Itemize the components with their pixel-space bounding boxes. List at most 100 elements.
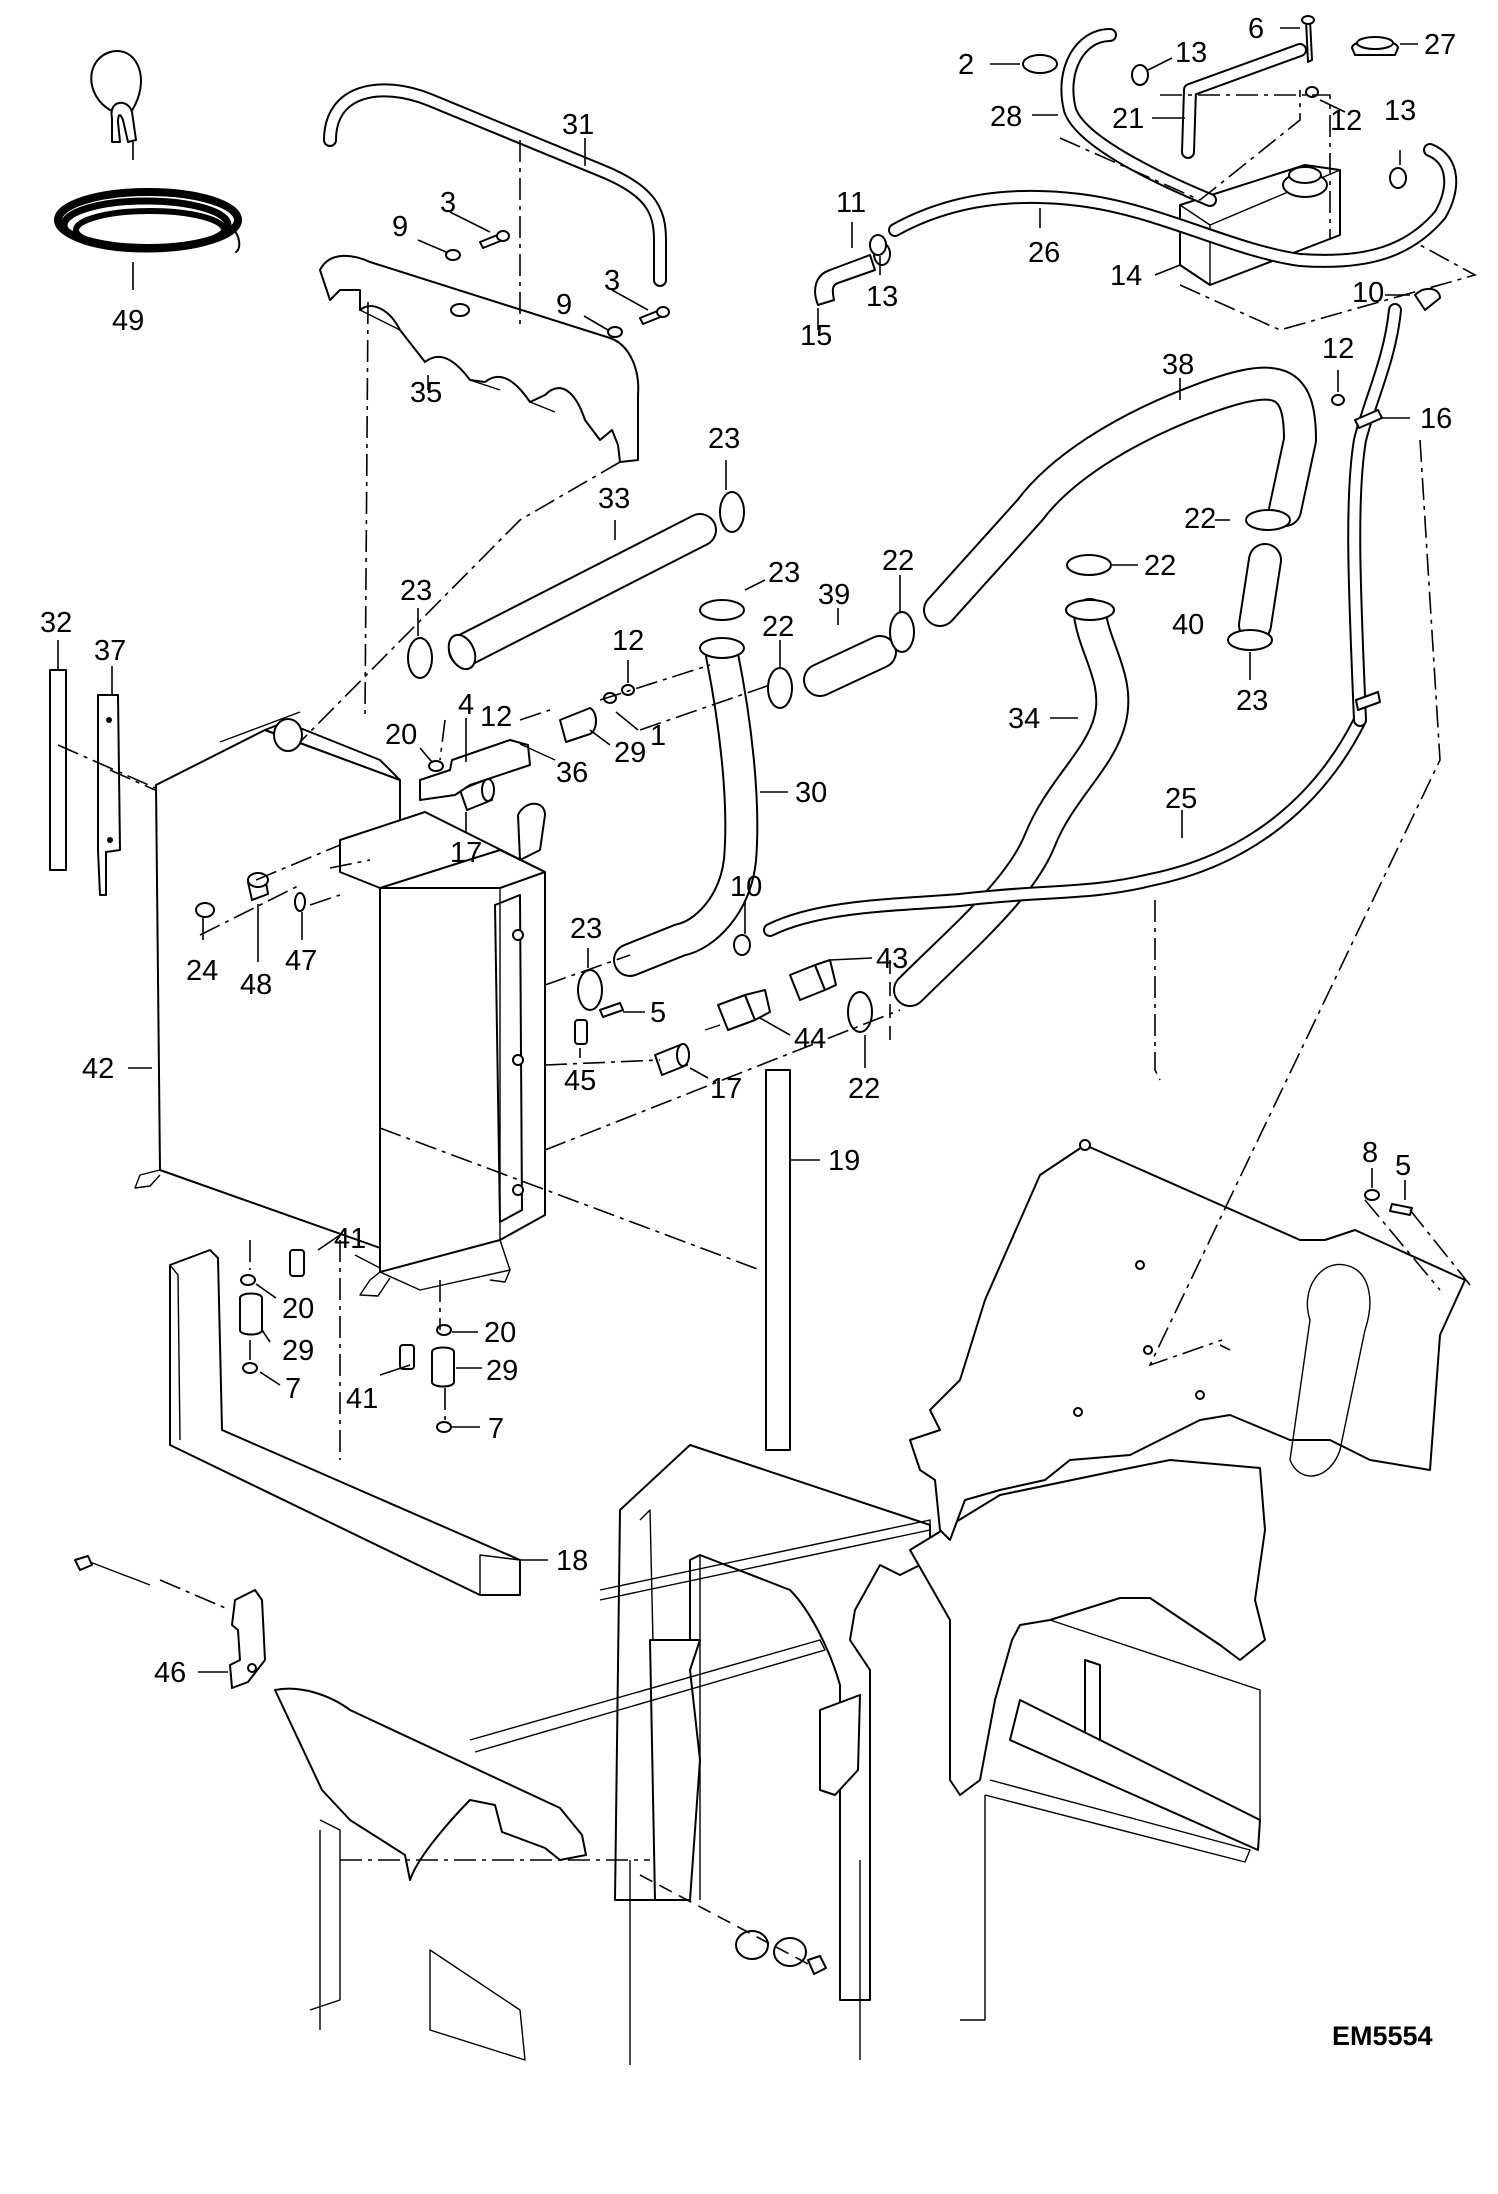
callout-12: 12 (612, 625, 644, 657)
callout-6: 6 (1248, 13, 1264, 45)
callout-33: 33 (598, 483, 630, 515)
machine-frame-chassis (274, 1139, 1466, 2065)
callout-14: 14 (1110, 260, 1142, 292)
callout-15: 15 (800, 320, 832, 352)
callout-16: 16 (1420, 403, 1452, 435)
callout-22: 22 (1184, 503, 1216, 535)
callout-40: 40 (1172, 609, 1204, 641)
oil-cooler-part-41 (289, 802, 546, 1376)
callout-22: 22 (1144, 550, 1176, 582)
callout-11: 11 (836, 187, 866, 219)
callout-25: 25 (1165, 783, 1197, 815)
callout-35: 35 (410, 377, 442, 409)
callout-12: 12 (480, 701, 512, 733)
seal-ring-part-2 (990, 54, 1058, 74)
hose-clamp-part-13 (869, 57, 1407, 275)
callout-19: 19 (828, 1145, 860, 1177)
callout-20: 20 (484, 1317, 516, 1349)
callout-18: 18 (556, 1545, 588, 1577)
straight-fitting-part-44 (704, 989, 791, 1036)
lower-mount-bar-part-18 (169, 1249, 548, 1596)
nut-part-1 (603, 692, 639, 731)
mount-bracket-part-4 (419, 718, 531, 801)
screw-part-3 (449, 211, 670, 325)
hose-clamp-part-23 (407, 460, 1273, 1011)
callout-42: 42 (82, 1053, 114, 1085)
callout-20: 20 (385, 719, 417, 751)
callout-43: 43 (876, 943, 908, 975)
callout-1: 1 (650, 720, 666, 752)
callout-41: 41 (346, 1383, 378, 1415)
callout-27: 27 (1424, 29, 1456, 61)
callout-5: 5 (1395, 1150, 1411, 1182)
washer-part-9 (417, 239, 623, 338)
callout-28: 28 (990, 101, 1022, 133)
callout-13: 13 (1175, 37, 1207, 69)
callout-labels: 1 2 3 3 4 5 5 6 7 7 8 9 9 10 10 11 12 12… (40, 13, 1456, 1689)
callout-13: 13 (1384, 95, 1416, 127)
callout-8: 8 (1362, 1137, 1378, 1169)
callout-24: 24 (186, 955, 218, 987)
hose-clamp-part-22 (767, 509, 1291, 1068)
callout-22: 22 (882, 545, 914, 577)
lower-radiator-hose-part-30 (613, 637, 788, 977)
fitting-part-45 (574, 1019, 588, 1058)
hose-connector-part-39 (803, 608, 897, 697)
washer-part-8 (1364, 1168, 1380, 1201)
callout-44: 44 (794, 1023, 826, 1055)
radiator-cap-part-27 (1351, 36, 1418, 56)
callout-3: 3 (604, 265, 620, 297)
plug-part-24 (195, 902, 215, 940)
callout-7: 7 (285, 1373, 301, 1405)
callout-34: 34 (1008, 703, 1040, 735)
callout-4: 4 (458, 689, 474, 721)
elbow-fitting-part-15 (814, 254, 876, 330)
callout-23: 23 (570, 913, 602, 945)
nut-part-7 (242, 1362, 480, 1433)
callout-22: 22 (762, 611, 794, 643)
callout-37: 37 (94, 635, 126, 667)
callout-47: 47 (285, 945, 317, 977)
callout-36: 36 (556, 757, 588, 789)
callout-32: 32 (40, 607, 72, 639)
callout-20: 20 (282, 1293, 314, 1325)
callout-12: 12 (1330, 105, 1362, 137)
callout-17: 17 (450, 837, 482, 869)
overflow-tube-part-25 (763, 713, 1367, 937)
bolt-part-6 (1280, 15, 1315, 63)
top-shroud-plate-part-35 (319, 254, 640, 463)
callout-31: 31 (562, 109, 594, 141)
callout-12: 12 (1322, 333, 1354, 365)
callout-23: 23 (400, 575, 432, 607)
hose-guard-rod-part-31 (323, 83, 667, 287)
callout-39: 39 (818, 579, 850, 611)
callout-9: 9 (392, 211, 408, 243)
washer-part-20 (240, 747, 478, 1336)
fitting-part-17 (459, 778, 709, 1079)
callout-29: 29 (282, 1335, 314, 1367)
upper-radiator-hose-part-33 (447, 513, 717, 671)
tank-fill-hose-part-28 (1032, 28, 1217, 207)
callout-23: 23 (768, 557, 800, 589)
callout-38: 38 (1162, 349, 1194, 381)
callout-45: 45 (564, 1065, 596, 1097)
callout-5: 5 (650, 997, 666, 1029)
bolt-part-5 (599, 1002, 1413, 1216)
callout-10: 10 (730, 871, 762, 903)
assembly-leader-lines (57, 90, 1478, 1966)
tank-bracket-part-21 (1152, 43, 1307, 159)
callout-3: 3 (440, 187, 456, 219)
callout-9: 9 (556, 289, 572, 321)
figure-code: EM5554 (1332, 2021, 1433, 2051)
callout-29: 29 (486, 1355, 518, 1387)
elbow-fitting-part-43 (789, 957, 873, 1001)
callout-22: 22 (848, 1073, 880, 1105)
short-hose-part-40 (1238, 543, 1282, 642)
callout-10: 10 (1352, 277, 1384, 309)
tank-hose-part-26 (888, 143, 1458, 268)
callout-26: 26 (1028, 237, 1060, 269)
callout-23: 23 (708, 423, 740, 455)
bracket-strip-part-37 (97, 666, 121, 896)
seal-strip-part-32 (49, 640, 67, 871)
mounting-bolt-bracket-part-46 (74, 1555, 266, 1689)
